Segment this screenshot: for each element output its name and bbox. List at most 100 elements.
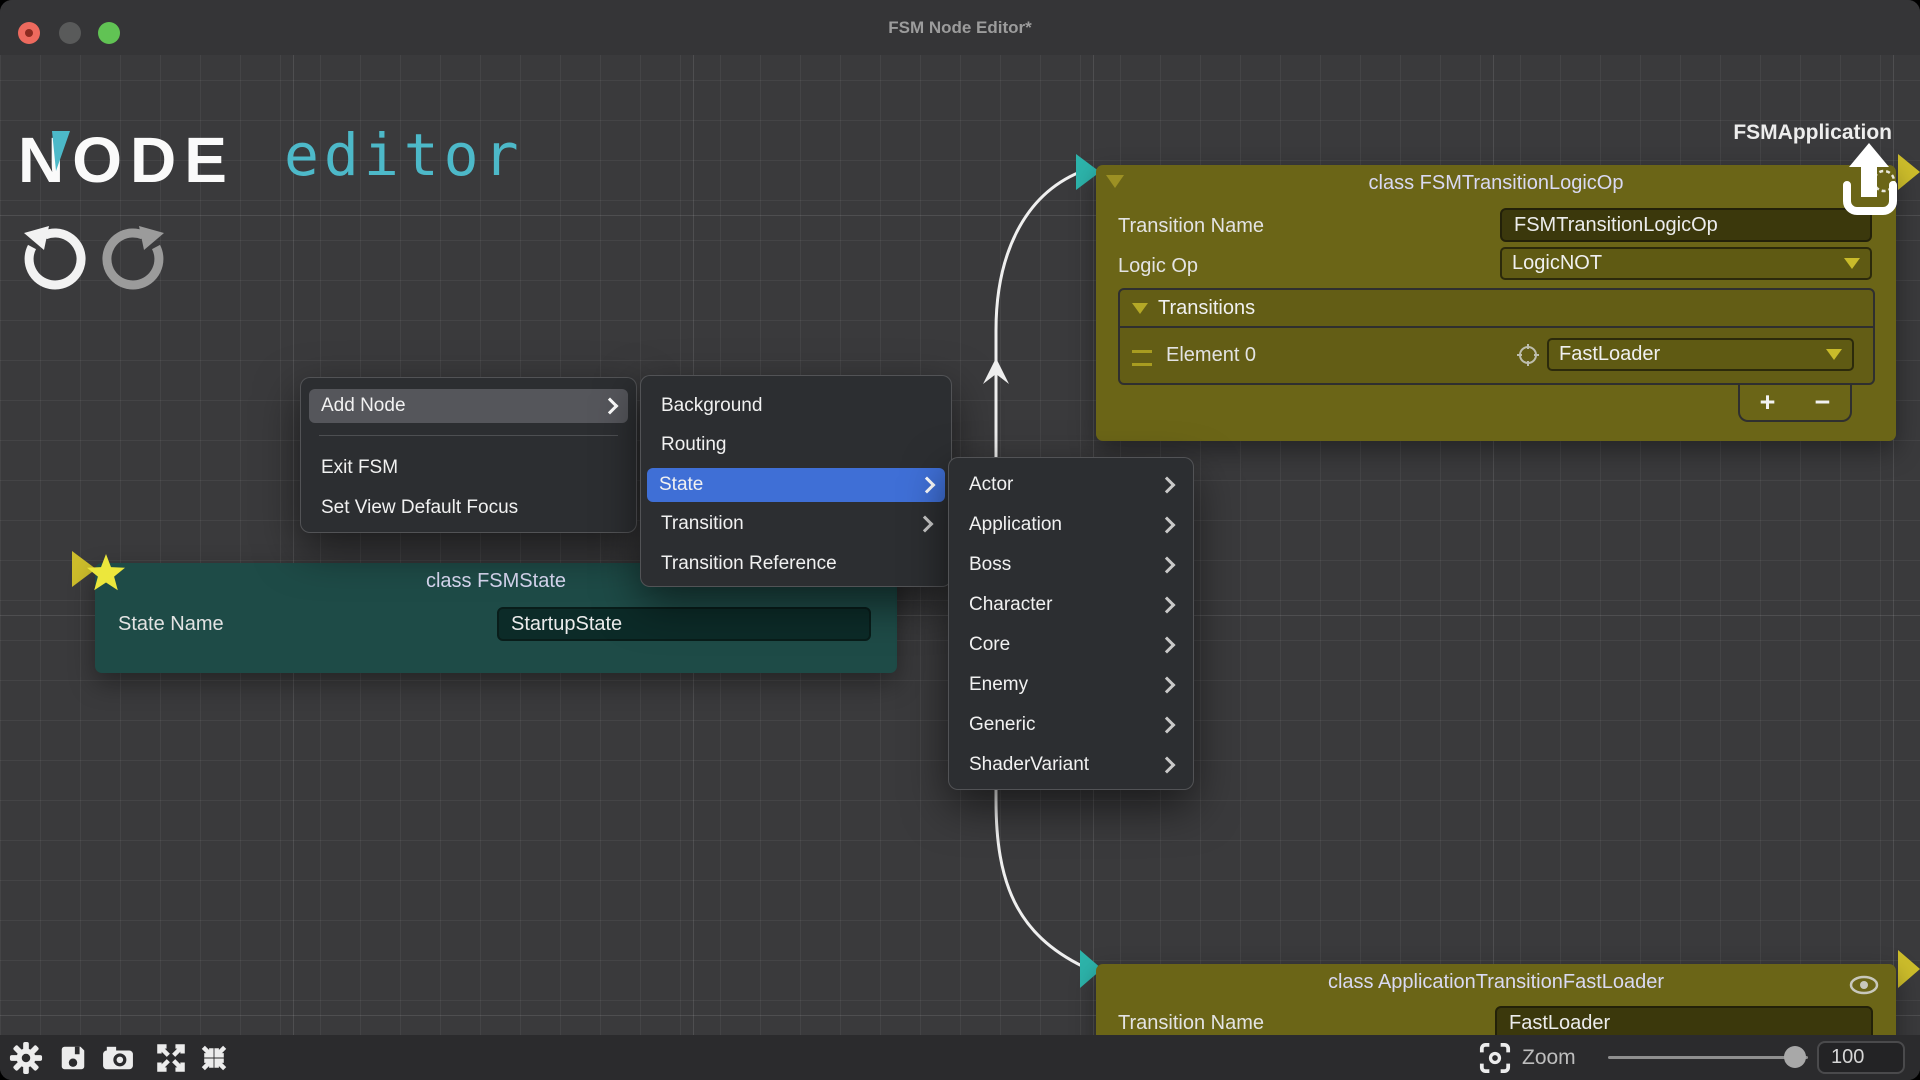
menu-item-label: Application	[969, 514, 1062, 535]
context-menu: Add Node Exit FSM Set View Default Focus	[300, 377, 637, 533]
menu-item-label: Enemy	[969, 674, 1029, 695]
menu-item-label: Exit FSM	[321, 457, 399, 478]
menu-item-application[interactable]: Application	[957, 508, 1185, 542]
menu-item-routing[interactable]: Routing	[649, 428, 943, 462]
menu-item-exit-fsm[interactable]: Exit FSM	[309, 451, 628, 485]
menu-item-shadervariant[interactable]: ShaderVariant	[957, 748, 1185, 782]
fastloader-output-port[interactable]	[1898, 950, 1920, 988]
chevron-right-icon	[1158, 636, 1176, 654]
transitions-list: Transitions Element 0 FastLoader	[1118, 288, 1875, 385]
undo-icon[interactable]	[16, 219, 90, 295]
menu-item-enemy[interactable]: Enemy	[957, 668, 1185, 702]
settings-gear-icon[interactable]	[9, 1041, 43, 1075]
chevron-right-icon	[918, 476, 936, 494]
menu-item-actor[interactable]: Actor	[957, 468, 1185, 502]
transitions-header-label: Transitions	[1158, 296, 1256, 319]
visibility-eye-icon[interactable]	[1848, 975, 1880, 995]
menu-item-label: Add Node	[321, 395, 406, 416]
chevron-right-icon	[1158, 716, 1176, 734]
zoom-focus-icon[interactable]	[1478, 1041, 1512, 1075]
menu-item-set-view-default-focus[interactable]: Set View Default Focus	[309, 491, 628, 525]
drag-handle-icon[interactable]	[1132, 350, 1152, 366]
collapse-triangle-icon	[1132, 302, 1148, 314]
menu-item-transition[interactable]: Transition	[649, 507, 943, 541]
field-label: Transition Name	[1118, 215, 1264, 237]
screenshot-camera-icon[interactable]	[101, 1041, 135, 1075]
default-state-star-icon	[87, 554, 125, 591]
node-title: class ApplicationTransitionFastLoader	[1327, 971, 1665, 993]
field-label: Logic Op	[1118, 255, 1199, 277]
menu-item-core[interactable]: Core	[957, 628, 1185, 662]
menu-item-label: Character	[969, 594, 1053, 615]
menu-item-add-node[interactable]: Add Node	[309, 389, 628, 423]
fullscreen-button[interactable]	[98, 22, 120, 44]
window-title: FSM Node Editor*	[888, 18, 1032, 37]
fastloader-input-port[interactable]	[1080, 950, 1102, 988]
menu-item-generic[interactable]: Generic	[957, 708, 1185, 742]
menu-item-transition-reference[interactable]: Transition Reference	[649, 547, 943, 581]
redo-icon[interactable]	[98, 219, 172, 295]
logicop-output-port[interactable]	[1898, 154, 1920, 190]
field-label: Transition Name	[1118, 1012, 1264, 1034]
chevron-right-icon	[601, 397, 619, 415]
element-label: Element 0	[1166, 344, 1257, 366]
object-picker-icon[interactable]	[1516, 343, 1540, 367]
menu-item-label: Generic	[969, 714, 1036, 735]
state-name-input[interactable]: StartupState	[497, 607, 871, 641]
share-upload-icon[interactable]	[1835, 141, 1907, 221]
chevron-right-icon	[1158, 676, 1176, 694]
field-label: State Name	[118, 613, 224, 635]
transition-name-input[interactable]: FSMTransitionLogicOp	[1500, 208, 1872, 242]
zoom-slider-thumb[interactable]	[1784, 1046, 1806, 1068]
element-0-dropdown[interactable]: FastLoader	[1547, 338, 1854, 371]
menu-item-label: Set View Default Focus	[321, 497, 519, 518]
menu-item-label: Transition	[661, 513, 744, 534]
close-button[interactable]	[18, 22, 40, 44]
chevron-down-icon	[1826, 349, 1842, 360]
menu-separator	[319, 435, 618, 436]
collapse-view-icon[interactable]	[197, 1041, 231, 1075]
logo-teal-wedge	[52, 131, 70, 171]
node-fsm-transition-logic-op[interactable]: class FSMTransitionLogicOp Transition Na…	[1096, 165, 1896, 441]
menu-item-label: Transition Reference	[661, 553, 837, 574]
status-bar: Zoom 100	[0, 1035, 1920, 1080]
node-title: class FSMTransitionLogicOp	[1368, 172, 1624, 194]
expand-view-icon[interactable]	[154, 1041, 188, 1075]
menu-item-boss[interactable]: Boss	[957, 548, 1185, 582]
dropdown-value: LogicNOT	[1512, 252, 1603, 274]
graph-canvas[interactable]: NODE editor FSMApplication	[0, 55, 1920, 1071]
menu-item-label: Boss	[969, 554, 1012, 575]
zoom-value-input[interactable]: 100	[1817, 1041, 1905, 1074]
node-title: class FSMState	[425, 570, 567, 592]
graph-context-label: FSMApplication	[1733, 121, 1892, 144]
chevron-right-icon	[1158, 556, 1176, 574]
minimize-button[interactable]	[59, 22, 81, 44]
add-element-button[interactable]: +	[1759, 387, 1776, 417]
state-categories-submenu: Actor Application Boss Character Core En…	[948, 457, 1194, 790]
menu-item-label: Background	[661, 395, 763, 416]
title-bar[interactable]: FSM Node Editor*	[0, 0, 1920, 55]
menu-item-label: Core	[969, 634, 1011, 655]
transitions-header[interactable]: Transitions	[1120, 290, 1873, 328]
logo-editor-text: editor	[284, 121, 524, 189]
menu-item-label: Actor	[969, 474, 1014, 495]
chevron-right-icon	[1158, 476, 1176, 494]
chevron-right-icon	[1158, 596, 1176, 614]
menu-item-background[interactable]: Background	[649, 389, 943, 423]
dropdown-value: FastLoader	[1559, 343, 1661, 365]
chevron-right-icon	[1158, 516, 1176, 534]
save-icon[interactable]	[56, 1041, 90, 1075]
list-size-controls: + −	[1738, 385, 1852, 422]
logic-op-dropdown[interactable]: LogicNOT	[1500, 247, 1872, 280]
menu-item-label: State	[659, 474, 704, 495]
chevron-right-icon	[916, 515, 934, 533]
remove-element-button[interactable]: −	[1814, 387, 1831, 417]
add-node-submenu: Background Routing State Transition Tran…	[640, 375, 952, 587]
menu-item-state[interactable]: State	[647, 468, 945, 502]
state-input-port[interactable]	[72, 551, 96, 587]
logicop-input-port[interactable]	[1076, 154, 1100, 190]
zoom-slider-track[interactable]	[1608, 1056, 1808, 1059]
collapse-triangle-icon[interactable]	[1106, 175, 1124, 188]
menu-item-character[interactable]: Character	[957, 588, 1185, 622]
